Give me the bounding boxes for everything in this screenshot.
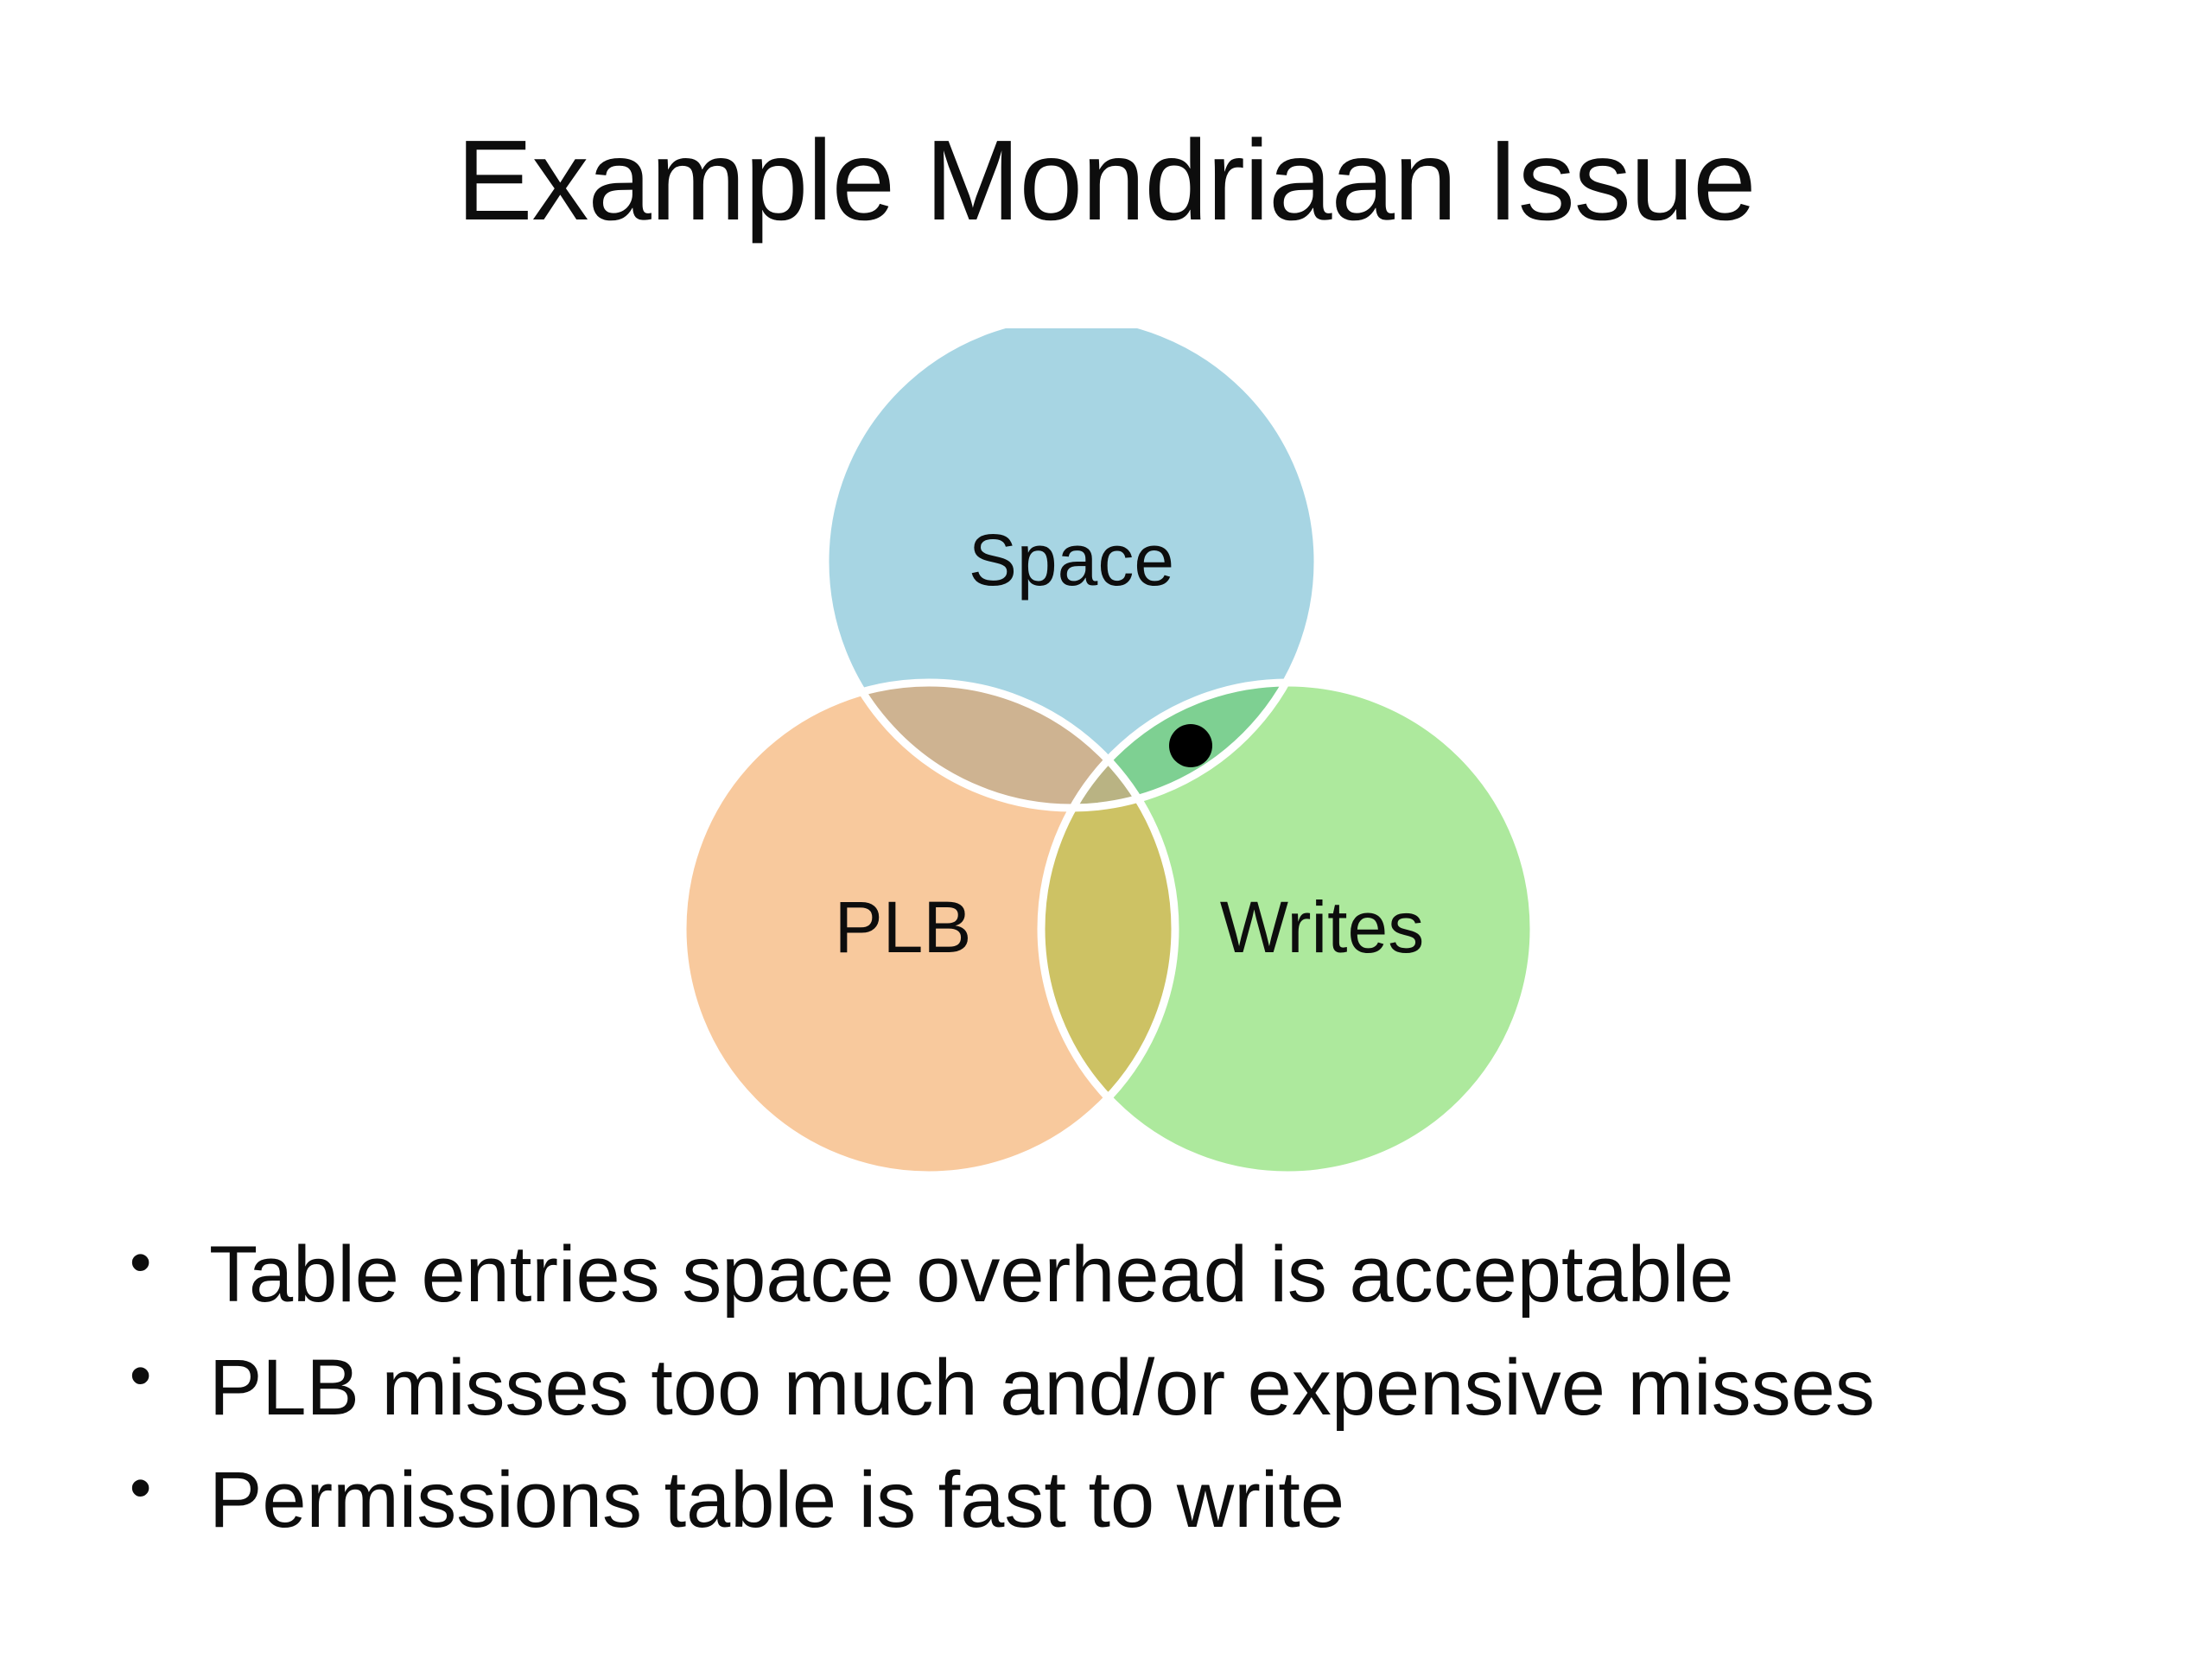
bullet-marker-icon: •	[130, 1453, 152, 1523]
highlight-dot-icon	[1169, 724, 1212, 767]
venn-label-plb: PLB	[835, 887, 972, 968]
venn-circle-writes[interactable]	[1041, 683, 1534, 1175]
venn-label-writes: Writes	[1220, 887, 1424, 968]
list-item: • Permissions table is fast to write	[130, 1444, 2117, 1557]
list-item: • Table entries space overhead is accept…	[130, 1218, 2117, 1332]
venn-diagram: Space PLB Writes	[605, 328, 1555, 1201]
venn-circle-plb-outline	[678, 678, 1179, 1179]
venn-label-space: Space	[969, 519, 1174, 601]
list-item-text: Permissions table is fast to write	[209, 1456, 1345, 1545]
venn-diagram-svg: Space PLB Writes	[678, 328, 1538, 1179]
page-title: Example Mondriaan Issue	[456, 117, 1756, 244]
bullet-list: • Table entries space overhead is accept…	[130, 1218, 2117, 1557]
bullet-marker-icon: •	[130, 1340, 152, 1410]
list-item: • PLB misses too much and/or expensive m…	[130, 1332, 2117, 1445]
list-item-text: Table entries space overhead is acceptab…	[209, 1230, 1734, 1319]
venn-circle-writes-outline	[1037, 678, 1538, 1179]
list-item-text: PLB misses too much and/or expensive mis…	[209, 1343, 1875, 1432]
bullet-marker-icon: •	[130, 1228, 152, 1297]
